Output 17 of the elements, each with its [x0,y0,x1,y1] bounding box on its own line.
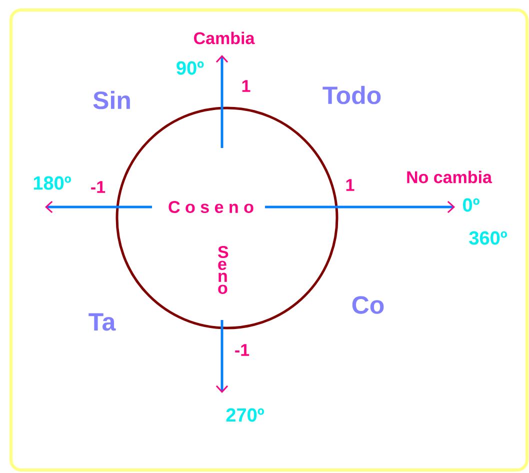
angle-label: 180º [34,176,71,190]
axis-label: No cambia [407,170,492,184]
tick-label: -1 [91,181,106,193]
tick-label: 1 [242,80,250,92]
angle-label: 0º [463,198,480,212]
quadrant-label: Ta [88,313,116,331]
tick-label: 1 [346,179,354,191]
quadrant-label: Sin [93,90,130,110]
angle-label: 90º [176,61,204,75]
quadrant-label: Co [352,296,384,314]
angle-label: 270º [226,408,264,422]
quadrant-label: Todo [322,86,381,104]
tick-label: -1 [235,344,250,356]
angle-label: 360º [469,231,507,245]
axis-label: Cambia [194,32,255,44]
axis-label: C o s e n o [168,200,254,214]
axis-label: S e n o [218,246,228,294]
